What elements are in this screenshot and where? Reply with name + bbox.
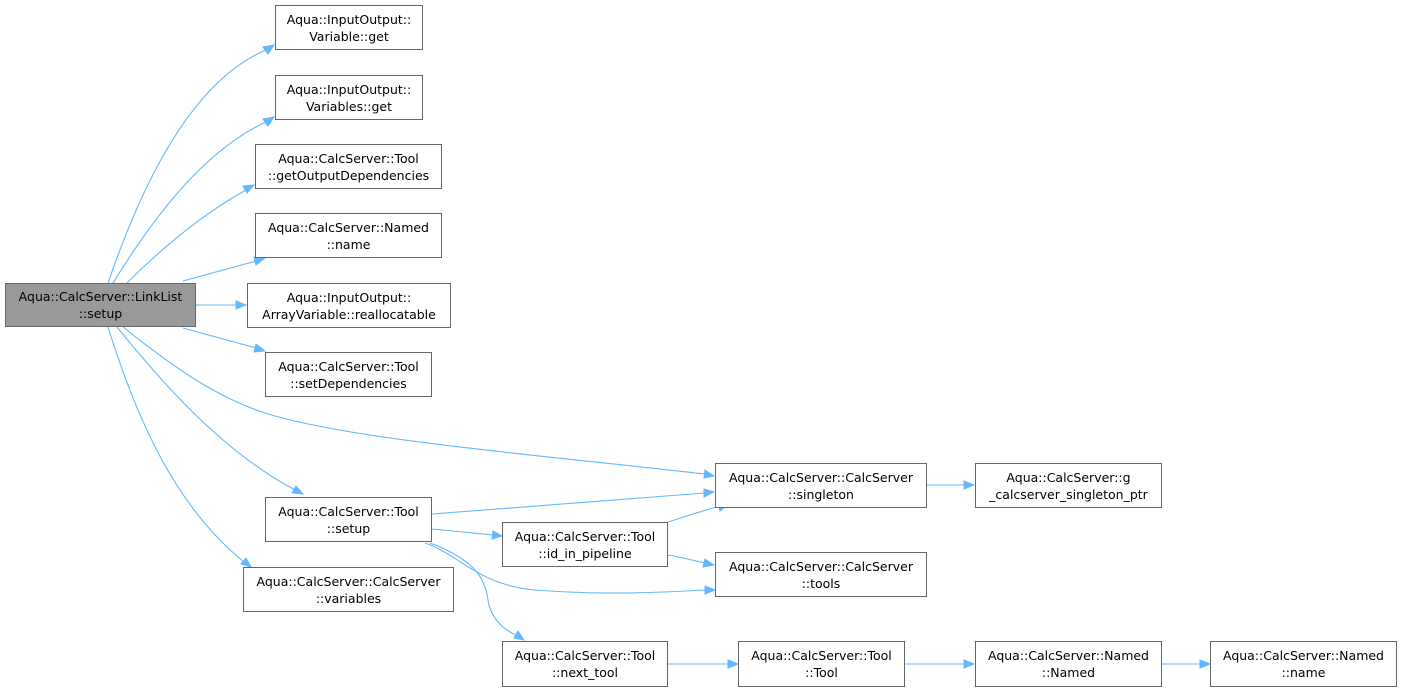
node-label-line2: Variable::get xyxy=(309,28,389,44)
edge-root-tool-setup xyxy=(116,326,296,491)
edge-root-calc-variables xyxy=(107,326,245,563)
node-label-line1: Aqua::CalcServer::Tool xyxy=(514,648,656,663)
node-label-line2: ::next_tool xyxy=(551,665,619,680)
arrowhead-icon xyxy=(262,44,276,55)
node-calcserver-tools[interactable]: Aqua::CalcServer::CalcServer ::tools xyxy=(715,552,927,597)
node-tool-setup[interactable]: Aqua::CalcServer::Tool ::setup xyxy=(265,497,432,542)
arrowhead-icon xyxy=(262,116,276,127)
node-label-line2: ::singleton xyxy=(788,486,854,502)
node-named-name[interactable]: Aqua::CalcServer::Named ::name xyxy=(255,213,442,258)
arrowhead-icon xyxy=(235,300,248,310)
node-named-name-2[interactable]: Aqua::CalcServer::Named ::name xyxy=(1210,641,1397,687)
node-label-line2: Variables::get xyxy=(305,98,393,114)
edge-root-named-name xyxy=(182,260,257,282)
node-calcserver-variables[interactable]: Aqua::CalcServer::CalcServer ::variables xyxy=(243,567,454,612)
edge-root-variable-get xyxy=(107,49,267,284)
node-label-line1: Aqua::InputOutput:: xyxy=(286,81,412,97)
arrowhead-icon xyxy=(704,585,717,595)
node-label-line1: Aqua::CalcServer::CalcServer xyxy=(729,558,913,574)
node-g-calcserver-singleton-ptr[interactable]: Aqua::CalcServer::g _calcserver_singleto… xyxy=(975,463,1162,508)
arrowhead-icon xyxy=(703,469,716,479)
node-label-line2: ::name xyxy=(1281,665,1326,680)
arrowhead-icon xyxy=(513,630,526,641)
node-label-line2: ::name xyxy=(326,236,371,252)
arrowhead-icon xyxy=(702,558,716,568)
arrowhead-icon xyxy=(291,485,305,495)
node-label-line1: Aqua::CalcServer::CalcServer xyxy=(256,573,441,589)
arrowhead-icon xyxy=(253,343,267,353)
edge-tool-setup-tools xyxy=(424,542,707,594)
node-label-line2: ::Tool xyxy=(805,665,838,680)
node-label-line1: Aqua::CalcServer::Tool xyxy=(278,358,419,374)
edge-id-tools xyxy=(667,554,706,564)
node-label-line2: ::setup xyxy=(326,520,371,536)
node-label-line2: ::getOutputDependencies xyxy=(267,167,430,183)
node-variable-get[interactable]: Aqua::InputOutput:: Variable::get xyxy=(275,5,423,50)
node-named-ctor[interactable]: Aqua::CalcServer::Named ::Named xyxy=(975,641,1162,687)
node-label-line2: ::Named xyxy=(1041,665,1096,680)
arrowhead-icon xyxy=(727,659,740,669)
node-id-in-pipeline[interactable]: Aqua::CalcServer::Tool ::id_in_pipeline xyxy=(502,522,668,567)
node-label-line1: Aqua::CalcServer::Tool xyxy=(278,503,419,519)
node-get-output-dependencies[interactable]: Aqua::CalcServer::Tool ::getOutputDepend… xyxy=(255,144,442,189)
edge-root-set-deps xyxy=(182,327,257,349)
node-label-line1: Aqua::CalcServer::LinkList xyxy=(18,289,183,304)
node-label-line2: ::tools xyxy=(801,575,841,591)
arrowhead-icon xyxy=(253,256,267,266)
node-label-line1: Aqua::InputOutput:: xyxy=(286,289,412,305)
node-label-line1: Aqua::CalcServer::Tool xyxy=(514,528,656,544)
node-set-dependencies[interactable]: Aqua::CalcServer::Tool ::setDependencies xyxy=(265,352,432,397)
node-label-line1: Aqua::CalcServer::Named xyxy=(267,219,429,235)
node-label-line2: ::variables xyxy=(315,590,382,606)
arrowhead-icon xyxy=(1199,659,1212,669)
edge-root-singleton xyxy=(122,326,706,475)
node-label-line2: ::id_in_pipeline xyxy=(538,545,632,561)
node-variables-get[interactable]: Aqua::InputOutput:: Variables::get xyxy=(275,75,423,120)
node-linklist-setup: Aqua::CalcServer::LinkList ::setup xyxy=(5,283,196,327)
arrowhead-icon xyxy=(491,530,504,540)
edge-root-get-output-deps xyxy=(126,189,247,284)
arrowhead-icon xyxy=(240,557,253,568)
node-label-line1: Aqua::CalcServer::Named xyxy=(1222,648,1384,663)
node-label-line1: Aqua::CalcServer::Tool xyxy=(278,150,419,166)
node-label-line1: Aqua::CalcServer::Tool xyxy=(751,648,892,663)
node-label-line1: Aqua::CalcServer::g xyxy=(1006,469,1131,485)
edge-id-singleton xyxy=(667,505,721,523)
arrowhead-icon xyxy=(963,659,976,669)
edge-tool-setup-singleton xyxy=(431,492,706,515)
node-label-line2: ::setup xyxy=(78,306,123,321)
node-tool-ctor[interactable]: Aqua::CalcServer::Tool ::Tool xyxy=(738,641,905,687)
node-label-line2: ::setDependencies xyxy=(290,375,407,391)
arrowhead-icon xyxy=(242,184,256,194)
node-calcserver-singleton[interactable]: Aqua::CalcServer::CalcServer ::singleton xyxy=(715,463,927,508)
arrowhead-icon xyxy=(703,488,716,498)
node-label-line1: Aqua::InputOutput:: xyxy=(286,11,412,27)
node-label-line2: ArrayVariable::reallocatable xyxy=(262,306,436,322)
edge-tool-setup-next-tool xyxy=(429,542,517,636)
node-label-line1: Aqua::CalcServer::CalcServer xyxy=(729,469,913,485)
node-array-variable-reallocatable[interactable]: Aqua::InputOutput:: ArrayVariable::reall… xyxy=(247,283,451,328)
edge-tool-setup-id-in-pipeline xyxy=(431,528,494,536)
edge-root-variables-get xyxy=(112,121,267,284)
node-label-line2: _calcserver_singleton_ptr xyxy=(989,486,1148,502)
arrowhead-icon xyxy=(963,480,976,490)
node-label-line1: Aqua::CalcServer::Named xyxy=(987,648,1149,663)
node-next-tool[interactable]: Aqua::CalcServer::Tool ::next_tool xyxy=(502,641,668,687)
